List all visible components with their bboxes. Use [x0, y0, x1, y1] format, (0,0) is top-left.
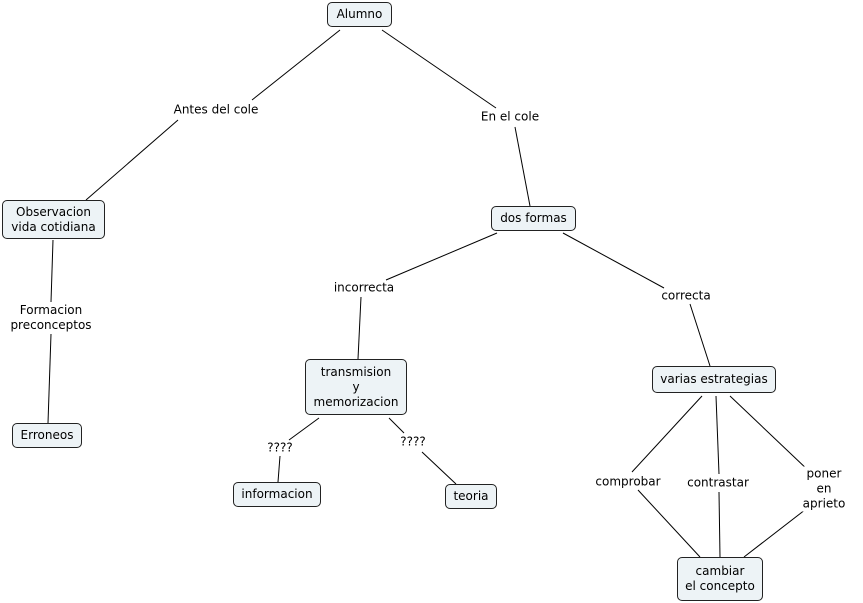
edge-alumno-encole	[381, 29, 497, 109]
edge-correcta-varias	[689, 303, 711, 367]
link-incorrecta: incorrecta	[331, 280, 397, 296]
edge-varias-contrastar	[715, 395, 720, 475]
link-comprobar: comprobar	[593, 474, 663, 490]
link-question-marks-left: ????	[265, 440, 295, 456]
link-en-el-cole: En el cole	[478, 109, 542, 125]
node-teoria[interactable]: teoria	[445, 484, 497, 509]
edge-transmision-q2	[388, 417, 405, 434]
edge-contrastar-cambiar	[718, 491, 721, 558]
edge-dosformas-correcta	[562, 232, 665, 289]
node-varias-estrategias[interactable]: varias estrategias	[652, 366, 776, 393]
edge-alumno-antes	[251, 29, 341, 101]
edge-transmision-q1	[288, 417, 320, 441]
edge-dosformas-incorrecta	[385, 232, 498, 281]
node-erroneos[interactable]: Erroneos	[12, 423, 82, 448]
link-poner-en-aprieto: poner en aprieto	[800, 466, 848, 512]
link-antes-del-cole: Antes del cole	[171, 102, 261, 118]
node-observacion-vida-cotidiana[interactable]: Observacion vida cotidiana	[2, 200, 105, 239]
edge-varias-comprobar	[631, 395, 703, 473]
edge-antes-observacion	[85, 119, 179, 201]
edge-q1-informacion	[277, 455, 281, 483]
link-question-marks-right: ????	[398, 434, 428, 450]
node-cambiar-el-concepto[interactable]: cambiar el concepto	[677, 557, 763, 601]
edge-observacion-formacion	[50, 239, 54, 303]
edge-formacion-erroneos	[47, 333, 52, 424]
edge-q2-teoria	[421, 451, 457, 485]
link-formacion-preconceptos: Formacion preconceptos	[8, 303, 94, 333]
link-contrastar: contrastar	[685, 475, 751, 491]
edge-comprobar-cambiar	[637, 489, 701, 558]
edge-varias-poner	[729, 395, 811, 473]
edge-poner-cambiar	[743, 505, 811, 558]
node-dos-formas[interactable]: dos formas	[491, 206, 576, 231]
node-transmision-memorizacion[interactable]: transmision y memorizacion	[305, 359, 407, 415]
edge-encole-dosformas	[514, 126, 531, 207]
node-informacion[interactable]: informacion	[233, 482, 321, 507]
edge-incorrecta-transmision	[357, 296, 362, 360]
link-correcta: correcta	[659, 288, 713, 304]
node-alumno[interactable]: Alumno	[327, 2, 392, 27]
